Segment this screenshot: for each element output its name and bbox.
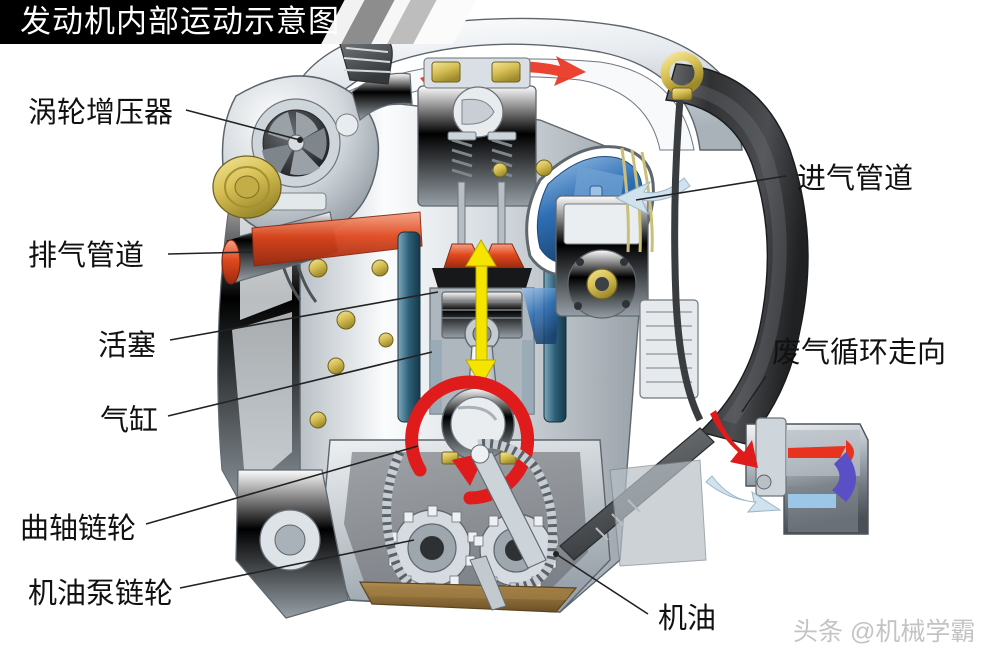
- right-block-face: [609, 459, 707, 567]
- oil-dipstick: [660, 51, 704, 422]
- cam-lobe: [461, 98, 495, 125]
- intake-air-path: [522, 288, 560, 344]
- label-piston: 活塞: [98, 330, 157, 362]
- valve-stem-exhaust: [497, 181, 506, 245]
- label-turbocharger: 涡轮增压器: [28, 97, 174, 129]
- label-egr-flow: 废气循环走向: [772, 337, 947, 369]
- hot-exhaust-arrow-egr: [788, 446, 846, 458]
- pump-shaft-bore: [595, 277, 609, 291]
- actuator-ring-1: [224, 166, 270, 208]
- cooled-gas-arrow: [832, 452, 856, 502]
- cam-bearing-cap-right: [491, 61, 521, 83]
- bore-shade-right: [522, 340, 534, 414]
- cam-bearing-cap-left: [431, 61, 461, 83]
- chain-links: [382, 438, 558, 597]
- dipstick-collar: [671, 87, 693, 101]
- title-banner: 发动机内部运动示意图: [0, 0, 1000, 44]
- turbo-hub: [287, 134, 305, 152]
- spring-retainer-left: [447, 131, 477, 141]
- label-exhaust-pipe: 排气管道: [28, 240, 145, 272]
- label-cylinder: 气缸: [100, 405, 159, 437]
- flange-bolt-holes: [574, 258, 630, 310]
- egr-cooler-assembly: [705, 410, 869, 535]
- spring-retainer-right: [487, 131, 517, 141]
- dipstick-tube: [671, 99, 704, 422]
- page-title: 发动机内部运动示意图: [20, 4, 340, 39]
- injection-pump-assembly: [555, 147, 654, 319]
- hot-exhaust-arrow-inlet: [710, 410, 758, 468]
- piston-motion-arrow: [465, 238, 497, 388]
- oil-pickup-tube: [469, 555, 507, 611]
- tensioner-pivot: [470, 444, 490, 464]
- label-intake-pipe: 进气管道: [797, 163, 914, 195]
- heat-exchanger-fins: [646, 311, 692, 383]
- cooled-gas-return: [788, 494, 836, 508]
- turbo-boss: [335, 113, 359, 137]
- crank-highlight: [457, 405, 498, 421]
- actuator-ring-2: [234, 175, 260, 199]
- coolant-gallery-left: [397, 231, 421, 423]
- exhaust-gas-channel: [251, 211, 423, 267]
- egr-pivot: [756, 474, 772, 490]
- oil-surface-highlight: [366, 586, 572, 600]
- bellows-ribs: [343, 47, 391, 73]
- egr-return-arrow: [705, 475, 782, 513]
- label-crank-sprocket: 曲轴链轮: [20, 513, 137, 545]
- valve-stem-intake: [457, 181, 466, 245]
- exhaust-port-opening: [221, 239, 241, 285]
- label-oilpump-sprocket: 机油泵链轮: [28, 578, 174, 610]
- label-engine-oil: 机油: [658, 603, 717, 635]
- watermark: 头条 @机械学霸: [793, 618, 976, 646]
- skirt-access-hub: [274, 524, 306, 556]
- valve-springs: [447, 131, 517, 178]
